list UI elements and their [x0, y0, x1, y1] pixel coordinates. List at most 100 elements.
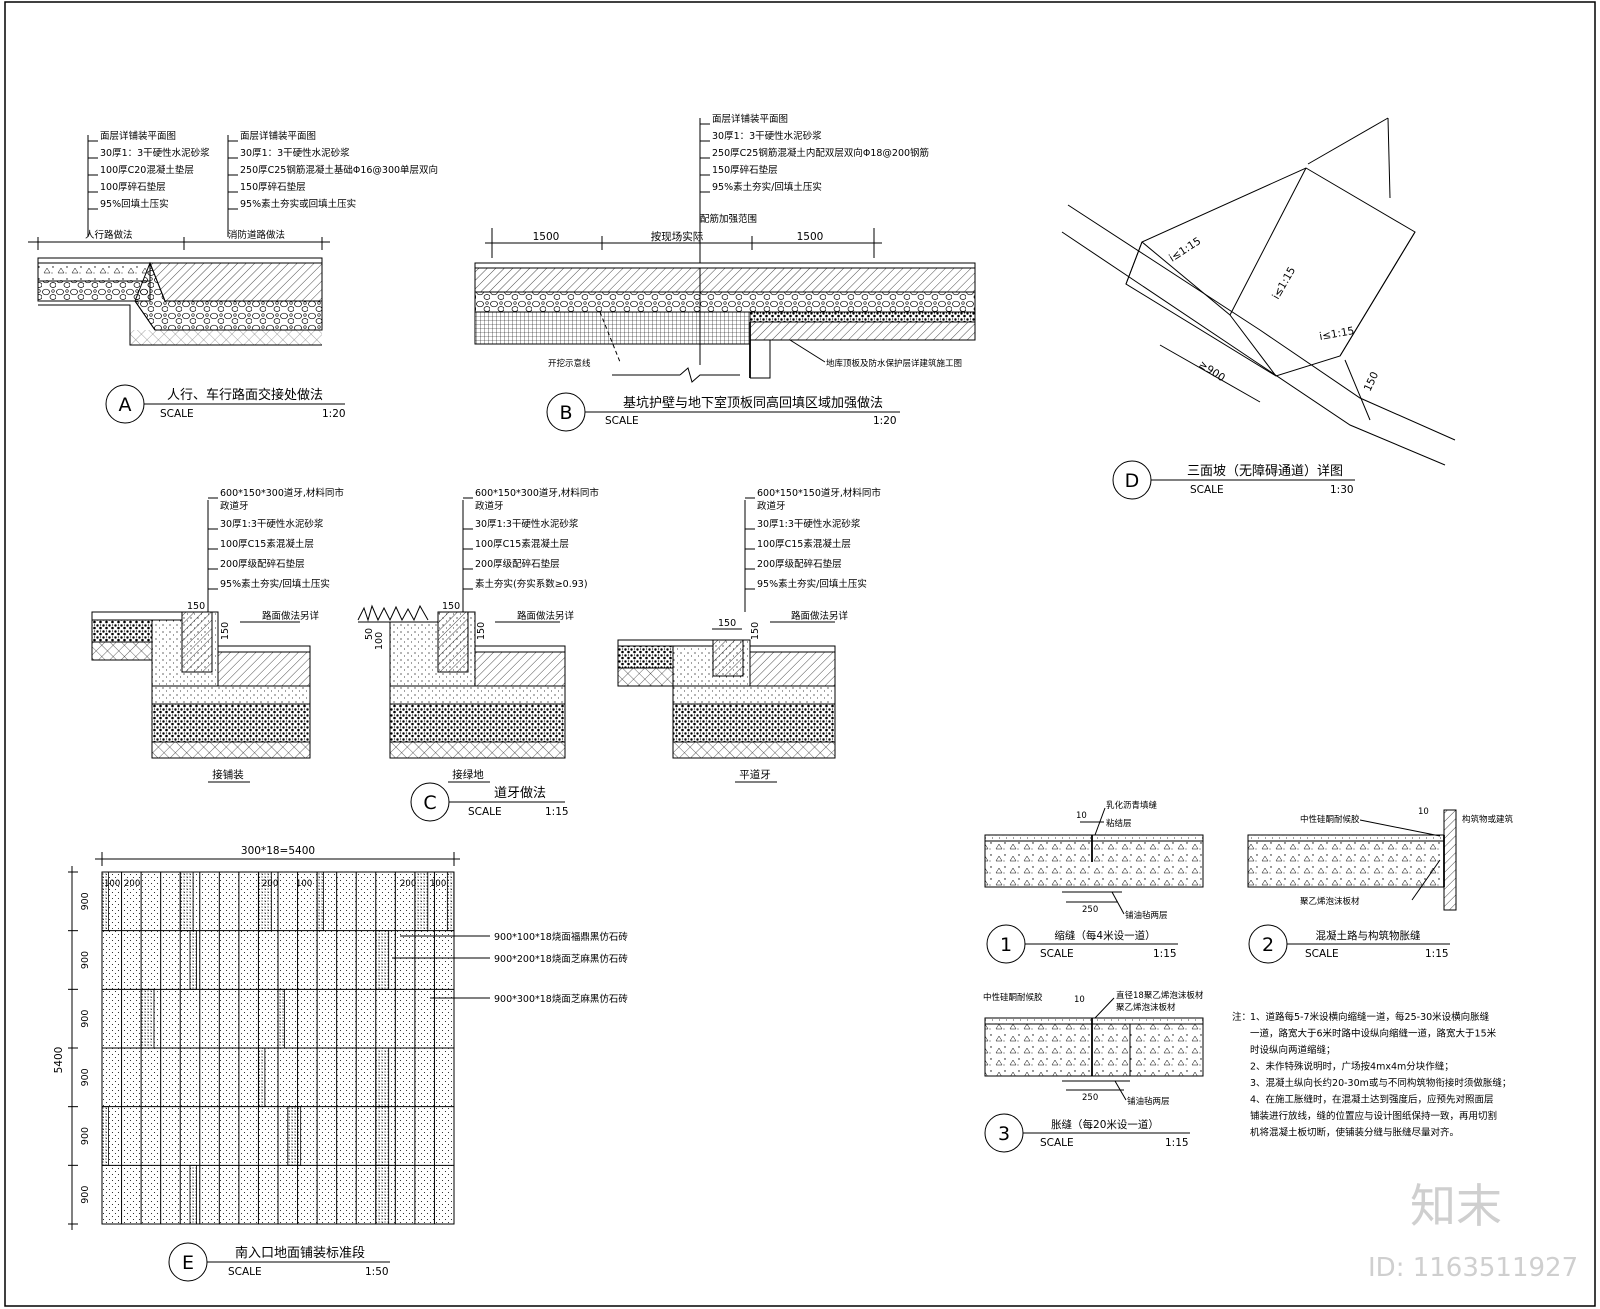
detail-a: 面层详铺装平面图30厚1：3干硬性水泥砂浆100厚C20混凝土垫层100厚碎石垫… [28, 130, 438, 424]
e-accent-strip [316, 871, 324, 932]
a-left-layer-5: 95%回填土压实 [100, 198, 169, 210]
d-dim-900: ≥900 [1196, 358, 1227, 384]
a-left-label: 人行路做法 [85, 229, 133, 241]
b-layer-2: 30厚1：3干硬性水泥砂浆 [712, 130, 822, 142]
e-legend-1: 900*100*18烧面福鼎黑仿石砖 [494, 931, 628, 943]
d3-dim-gap: 10 [1074, 995, 1085, 1005]
c-title: 道牙做法 [494, 786, 546, 801]
c1-dim-width: 150 [187, 601, 205, 612]
d-slope-mid: i≤1:15 [1270, 265, 1298, 302]
a-right-label: 消防道路做法 [228, 229, 285, 241]
e-row-dim-5: 900 [80, 1127, 91, 1145]
e-col-dim-6: 100 [430, 879, 446, 889]
d2-note-3: 聚乙烯泡沫板材 [1300, 896, 1360, 907]
d3-note-3: 聚乙烯泡沫板材 [1116, 1002, 1176, 1013]
a-right-layer-4: 150厚碎石垫层 [240, 181, 306, 193]
e-accent-strip [140, 988, 155, 1049]
c3-layer-2: 政道牙 [757, 500, 786, 512]
d1-note-2: 粘结层 [1106, 818, 1132, 829]
d-scale: 1:30 [1330, 484, 1354, 496]
e-accent-strip [101, 1106, 109, 1166]
c-scale: 1:15 [545, 806, 569, 818]
e-accent-strip [287, 1106, 302, 1166]
c2-road-note: 路面做法另详 [517, 610, 575, 622]
e-title: 南入口地面铺装标准段 [235, 1245, 365, 1261]
watermark-logo: 知末 [1410, 1179, 1502, 1233]
c1-road-note: 路面做法另详 [262, 610, 320, 622]
d-scale-label: SCALE [1190, 484, 1224, 496]
e-col-dim-1: 100 [104, 879, 120, 889]
d2-marker-text: 2 [1262, 934, 1274, 956]
d3-dim-width: 250 [1082, 1093, 1098, 1103]
d1-marker-text: 1 [1000, 934, 1012, 956]
e-accent-strip [258, 1047, 266, 1108]
a-right-layer-3: 250厚C25钢筋混凝土基础Φ16@300单层双向 [240, 164, 438, 176]
detail-3: 中性硅酮耐候胶 10 直径18聚乙烯泡沫板材 聚乙烯泡沫板材 250 铺油毡两层… [983, 990, 1204, 1153]
note-line-3: 时设纵向两道缩缝； [1250, 1044, 1336, 1056]
d3-note-2: 直径18聚乙烯泡沫板材 [1116, 990, 1204, 1001]
d3-scale-label: SCALE [1040, 1137, 1074, 1149]
watermark-id: ID: 1163511927 [1368, 1253, 1578, 1283]
d1-title: 缩缝（每4米设一道） [1054, 929, 1155, 942]
e-legend-3: 900*300*18烧面芝麻黑仿石砖 [494, 993, 628, 1005]
b-dim-mid: 按现场实际 [651, 230, 704, 243]
a-right-layer-1: 面层详铺装平面图 [240, 130, 316, 142]
b-marker-text: B [559, 402, 572, 424]
c3-layer-4: 100厚C15素混凝土层 [757, 538, 851, 550]
c1-layer-1: 600*150*300道牙,材料同市 [220, 487, 344, 499]
c2-layer-6: 素土夯实(夯实系数≥0.93) [475, 578, 588, 590]
d1-dim-width: 250 [1082, 905, 1098, 915]
e-accent-strip [446, 871, 455, 932]
detail-c: 600*150*300道牙,材料同市政道牙30厚1:3干硬性水泥砂浆100厚C1… [91, 487, 881, 822]
note-line-7: 铺装进行放线，缝的位置应与设计图纸保持一致，再用切割 [1250, 1110, 1497, 1122]
c3-layer-1: 600*150*150道牙,材料同市 [757, 487, 881, 499]
a-left-layer-2: 30厚1：3干硬性水泥砂浆 [100, 147, 210, 159]
c2-layer-3: 30厚1:3干硬性水泥砂浆 [475, 518, 579, 530]
c1-layer-2: 政道牙 [220, 500, 249, 512]
e-accent-strip [375, 1047, 390, 1108]
d1-scale: 1:15 [1153, 948, 1177, 960]
b-scale-label: SCALE [605, 415, 639, 427]
d3-title: 胀缝（每20米设一道） [1051, 1118, 1159, 1131]
d2-dim-gap: 10 [1418, 807, 1429, 817]
c3-label: 平道牙 [739, 768, 771, 781]
b-layer-1: 面层详铺装平面图 [712, 113, 788, 125]
note-line-5: 3、混凝土纵向长约20-30m或与不同构筑物衔接时须做胀缝； [1250, 1077, 1511, 1089]
d1-note-3: 铺油毡两层 [1125, 910, 1168, 921]
c2-label: 接绿地 [452, 768, 484, 781]
detail-2: 中性硅酮耐候胶 10 构筑物或建筑 聚乙烯泡沫板材 2 混凝土路与构筑物胀缝 S… [1247, 807, 1514, 964]
note-line-8: 机将混凝土板切断，使铺装分缝与胀缝尽量对齐。 [1250, 1127, 1459, 1139]
d-dim-150: 150 [1362, 370, 1381, 393]
e-row-dim-6: 900 [80, 1186, 91, 1204]
a-marker-text: A [119, 394, 132, 416]
e-col-dim-3: 200 [262, 879, 278, 889]
c-sub1: 600*150*300道牙,材料同市政道牙30厚1:3干硬性水泥砂浆100厚C1… [91, 487, 344, 783]
c-sub3: 600*150*150道牙,材料同市政道牙30厚1:3干硬性水泥砂浆100厚C1… [617, 487, 881, 783]
general-notes: 注： 1、道路每5-7米设横向缩缝一道，每25-30米设横向胀缝一道，路宽大于6… [1232, 1011, 1511, 1139]
e-row-dim-2: 900 [80, 951, 91, 969]
e-scale: 1:50 [365, 1266, 389, 1278]
b-layer-3: 250厚C25钢筋混凝土内配双层双向Φ18@200钢筋 [712, 147, 929, 159]
note-line-6: 4、在施工胀缝时，在混凝土达到强度后，应预先对照面层 [1250, 1094, 1494, 1106]
b-dim-left: 1500 [533, 231, 560, 243]
b-title: 基坑护壁与地下室顶板同高回填区域加强做法 [623, 395, 883, 411]
a-left-layer-3: 100厚C20混凝土垫层 [100, 164, 194, 176]
c3-road-note: 路面做法另详 [791, 610, 849, 622]
d-slope-left: i≤1:15 [1167, 235, 1203, 264]
c3-layer-5: 200厚级配碎石垫层 [757, 558, 842, 570]
c-marker-text: C [423, 792, 436, 814]
note-line-4: 2、未作特殊说明时，广场按4mx4m分块作缝； [1250, 1061, 1454, 1073]
e-accent-strip [101, 871, 109, 932]
b-dim-right: 1500 [797, 231, 824, 243]
d-title: 三面坡（无障碍通道）详图 [1187, 464, 1343, 479]
c1-label: 接铺装 [212, 768, 244, 781]
c1-dim-height: 150 [220, 622, 231, 640]
c3-dim-height: 150 [750, 622, 761, 640]
watermark: 知末 ID: 1163511927 [1368, 1179, 1578, 1283]
b-note-roof: 地库顶板及防水保护层详建筑施工图 [826, 358, 962, 369]
b-range-label: 配筋加强范围 [700, 213, 757, 225]
e-accent-strip [189, 1164, 197, 1225]
b-layer-5: 95%素土夯实/回填土压实 [712, 181, 822, 193]
e-row-dim-3: 900 [80, 1010, 91, 1028]
